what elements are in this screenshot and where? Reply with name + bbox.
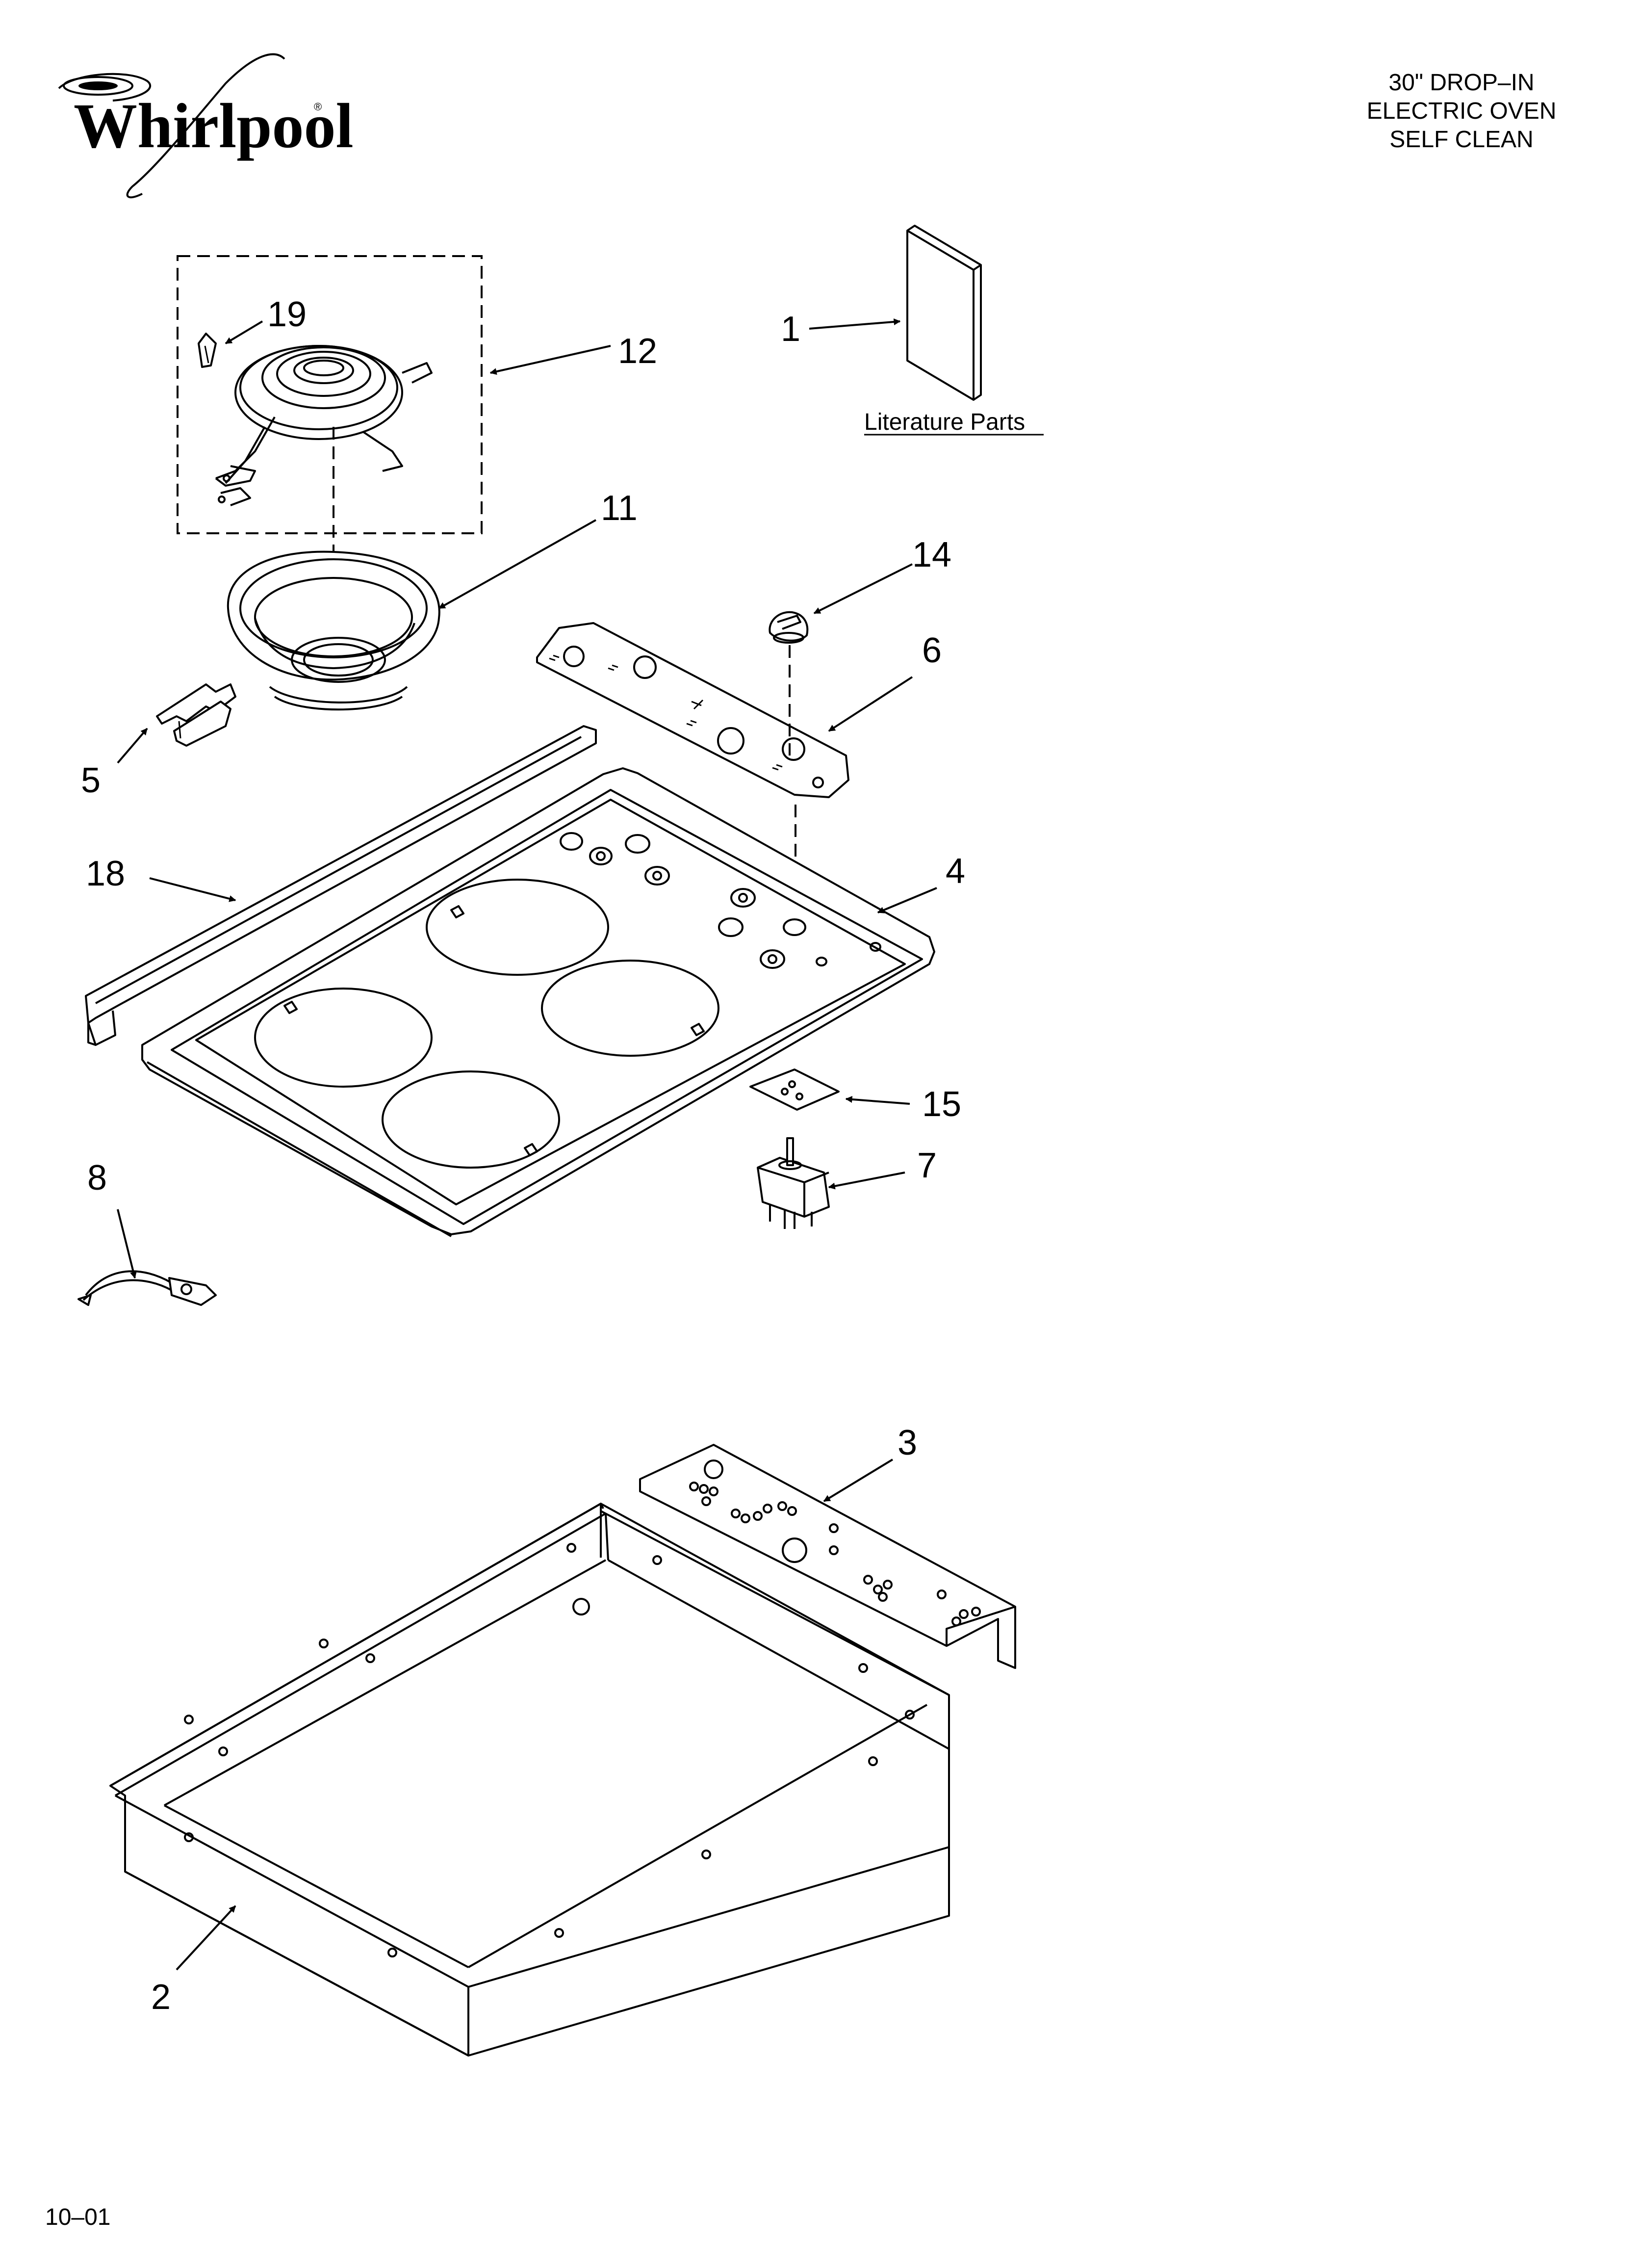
logo-wordmark: Whirlpool: [74, 91, 354, 161]
callout-7: 7: [917, 1146, 937, 1185]
revision-code: 10–01: [45, 2204, 111, 2230]
title-line-1: 30" DROP–IN: [1388, 70, 1535, 96]
title-line-3: SELF CLEAN: [1389, 127, 1534, 153]
callout-6: 6: [922, 631, 942, 670]
callout-1: 1: [781, 310, 800, 349]
callout-18: 18: [86, 854, 125, 893]
part-12-surface-element: [177, 255, 483, 534]
part-4-cooktop: [141, 767, 935, 1237]
part-5-terminal-block: [156, 683, 236, 747]
literature-parts-label: Literature Parts: [864, 409, 1025, 435]
part-2-cooktop-box: [109, 1503, 950, 2057]
diagram-title: 30" DROP–IN ELECTRIC OVEN SELF CLEAN: [1324, 69, 1599, 154]
callout-14: 14: [912, 535, 951, 574]
callout-4: 4: [946, 852, 965, 891]
part-18-trim-strip: [85, 725, 597, 1046]
callout-15: 15: [922, 1085, 961, 1124]
part-7-switch: [757, 1137, 830, 1229]
callout-5: 5: [81, 761, 101, 800]
part-11-drip-bowl: [227, 550, 440, 711]
part-6-control-panel: [536, 622, 849, 798]
part-15-insulator: [749, 1069, 840, 1111]
part-3-front-panel: [639, 1444, 1016, 1669]
part-19-clip: [198, 333, 217, 368]
part-8-wire-harness: [77, 1270, 217, 1306]
callout-8: 8: [87, 1158, 107, 1198]
callout-19: 19: [267, 295, 307, 334]
callout-labels: 1 2 3 4 5 6 7 8 11 12 14 15 18 19: [81, 295, 965, 2017]
part-14-knob: [769, 611, 809, 644]
part-1-literature: Literature Parts: [864, 225, 1044, 436]
callout-12: 12: [618, 332, 657, 371]
callout-2: 2: [151, 1978, 171, 2017]
whirlpool-logo: Whirlpool ®: [58, 53, 354, 199]
callout-3: 3: [898, 1423, 917, 1462]
callout-arrows: [117, 318, 937, 1971]
callout-11: 11: [601, 489, 638, 528]
title-line-2: ELECTRIC OVEN: [1366, 98, 1557, 124]
logo-registered-mark: ®: [314, 101, 322, 113]
